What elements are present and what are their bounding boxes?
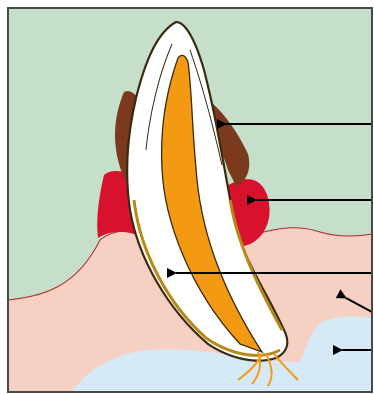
tooth-cross-section-figure	[0, 0, 374, 394]
tooth-diagram	[0, 0, 374, 394]
